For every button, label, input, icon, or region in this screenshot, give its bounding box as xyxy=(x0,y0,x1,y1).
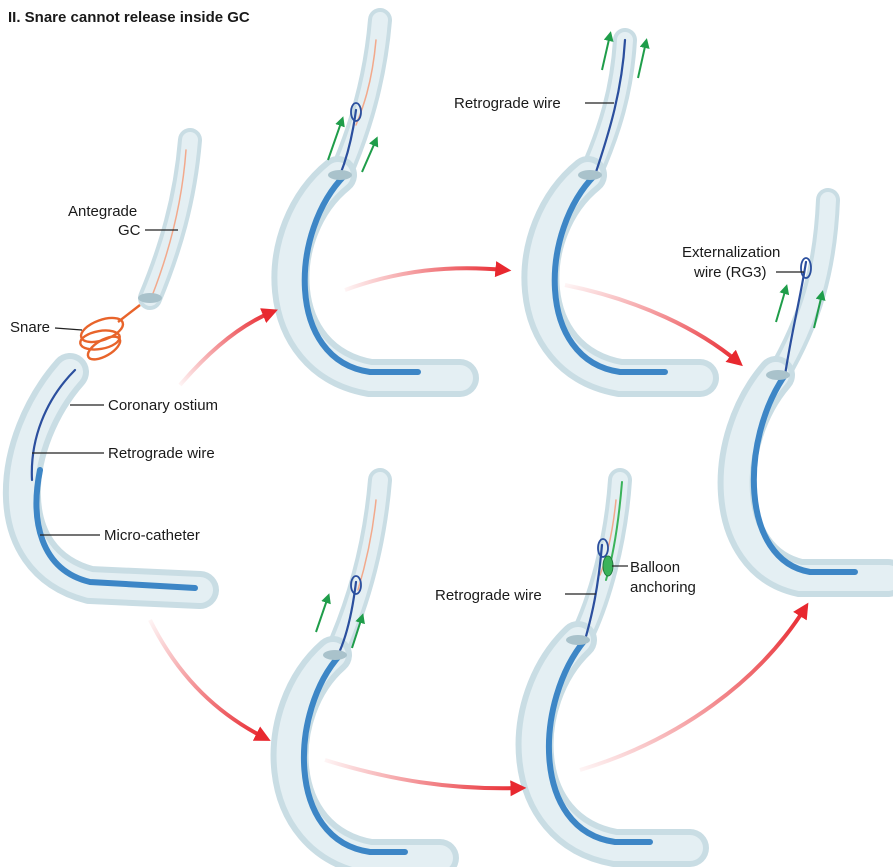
label-externalization-2: wire (RG3) xyxy=(693,264,767,281)
panel-bottom-2 xyxy=(290,480,440,858)
gc-tip xyxy=(138,293,162,303)
arrow-icon xyxy=(776,288,786,322)
label-snare: Snare xyxy=(10,319,50,336)
arrow-icon xyxy=(325,760,520,788)
label-retrograde-wire-bottom: Retrograde wire xyxy=(435,587,542,604)
label-balloon-1: Balloon xyxy=(630,559,680,576)
label-coronary-ostium: Coronary ostium xyxy=(108,397,218,414)
label-antegrade-gc-2: GC xyxy=(118,222,141,239)
arrow-icon xyxy=(180,312,272,385)
leader-snare xyxy=(55,328,82,330)
arrow-icon xyxy=(602,35,610,70)
balloon-icon xyxy=(603,556,613,576)
label-retrograde-wire-top: Retrograde wire xyxy=(454,95,561,112)
arrow-icon xyxy=(580,608,805,770)
arrow-icon xyxy=(345,268,505,290)
arrow-icon xyxy=(150,620,265,738)
arrow-icon xyxy=(638,42,646,78)
label-externalization-1: Externalization xyxy=(682,244,780,261)
label-retrograde-wire-left: Retrograde wire xyxy=(108,445,215,462)
diagram-title: II. Snare cannot release inside GC xyxy=(8,9,250,26)
panel-top-3 xyxy=(540,35,700,378)
panel-bottom-3 xyxy=(535,480,690,848)
panel-top-2 xyxy=(290,20,460,378)
process-arrows xyxy=(150,268,805,788)
label-micro-catheter: Micro-catheter xyxy=(104,527,200,544)
arrow-icon xyxy=(316,597,328,632)
label-balloon-2: anchoring xyxy=(630,579,696,596)
label-antegrade-gc-1: Antegrade xyxy=(68,203,137,220)
snare-loop-icon xyxy=(78,305,140,364)
